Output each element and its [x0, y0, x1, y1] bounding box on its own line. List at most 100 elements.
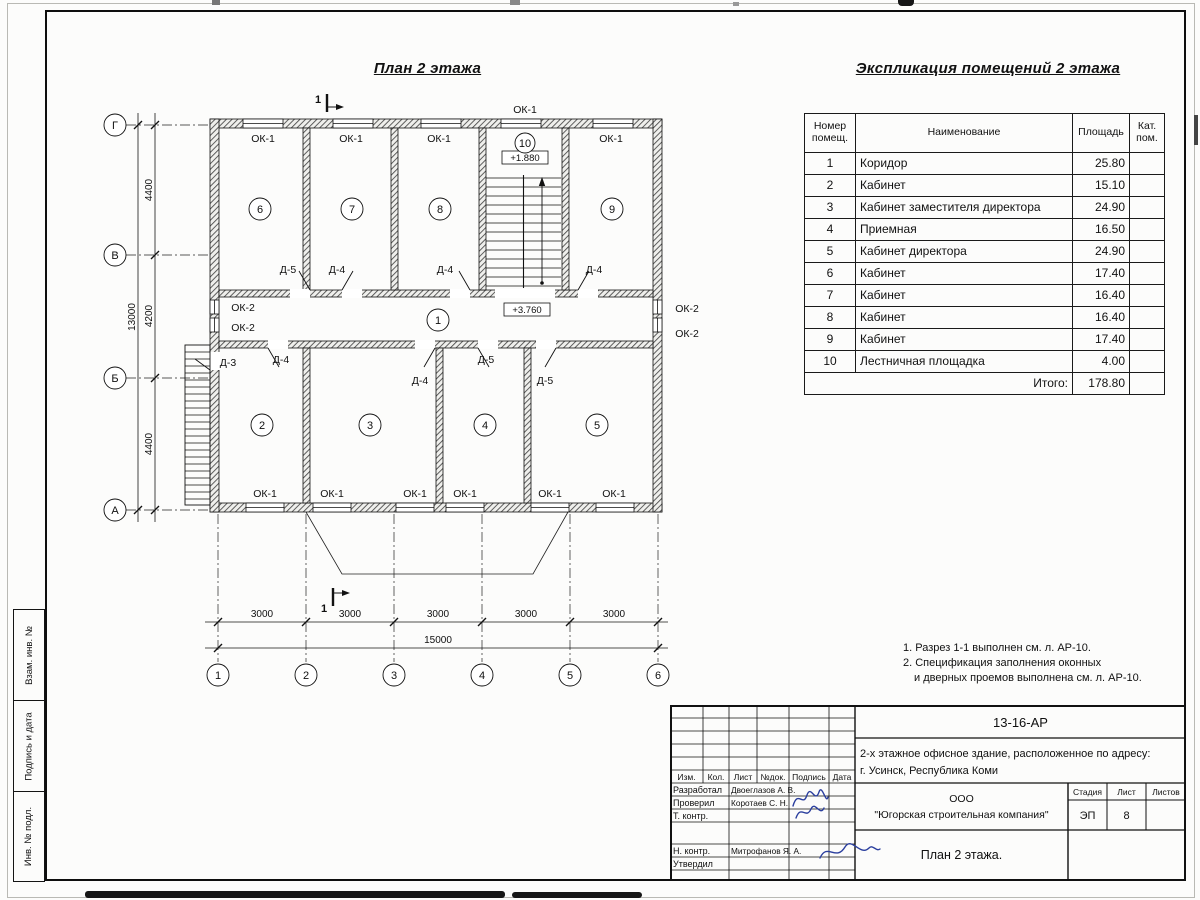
section-mark-label: 1 [321, 603, 327, 615]
signature-squiggle [819, 843, 881, 859]
opening-tags: ОК-1 ОК-1 ОК-1 ОК-1 ОК-1 ОК-1 ОК-1 ОК-1 … [220, 104, 699, 500]
dim-h: 3000 [603, 609, 626, 620]
axis-col-label: 2 [303, 670, 309, 682]
axis-lines [126, 124, 659, 662]
tb-stage-value: ЭП [1080, 810, 1096, 822]
tb-company-line1: ООО [949, 793, 974, 805]
tb-col-list: Лист [734, 772, 753, 782]
side-stamp-vzam: Взам. инв. № [13, 609, 45, 702]
door-tag: Д-5 [280, 264, 297, 276]
cell-name: Приемная [855, 218, 1073, 241]
cell-area: 24.90 [1072, 240, 1130, 263]
table-header-row: Номер помещ. Наименование Площадь Кат. п… [804, 113, 1165, 153]
axis-row-label: А [111, 505, 119, 517]
room-number: 7 [349, 204, 355, 216]
handwritten-signatures [792, 789, 881, 859]
tb-project-line1: 2-х этажное офисное здание, расположенно… [860, 748, 1150, 760]
tb-role-tcontrol: Т. контр. [673, 811, 708, 821]
notes: 1. Разрез 1-1 выполнен см. л. АР-10. 2. … [903, 641, 1193, 686]
tb-role-developed: Разработал [673, 785, 722, 795]
cell-cat [1129, 152, 1165, 175]
cell-area: 4.00 [1072, 350, 1130, 373]
cell-cat [1129, 218, 1165, 241]
exterior-stair [184, 344, 211, 506]
schedule-title: Экспликация помещений 2 этажа [855, 60, 1121, 77]
side-stamp-inv-label: Инв. № подл. [23, 806, 35, 867]
cell-num: 6 [804, 262, 856, 285]
cell-cat [1129, 306, 1165, 329]
total-label: Итого: [804, 372, 1073, 395]
tb-sheet-label: Лист [1117, 787, 1136, 797]
dimension-lines [137, 113, 668, 649]
room-number: 9 [609, 204, 615, 216]
door-openings [209, 289, 598, 370]
dimension-ticks [133, 120, 663, 653]
signature-squiggle [795, 805, 825, 819]
cell-num: 8 [804, 306, 856, 329]
col-header-num: Номер помещ. [804, 113, 856, 153]
window-tag: ОК-1 [538, 488, 562, 500]
scan-artifact [510, 0, 520, 5]
elevation-stair: +1.880 [510, 153, 539, 164]
signature-squiggle [792, 789, 829, 807]
cell-cat [1129, 240, 1165, 263]
tb-sheets-label: Листов [1152, 787, 1180, 797]
cell-area: 17.40 [1072, 262, 1130, 285]
side-stamp-podpis-label: Подпись и дата [23, 712, 35, 781]
col-header-name: Наименование [855, 113, 1073, 153]
plan-title: План 2 этажа [373, 60, 482, 77]
cell-cat [1129, 328, 1165, 351]
tb-col-izm: Изм. [677, 772, 695, 782]
col-header-area: Площадь [1072, 113, 1130, 153]
table-total-row: Итого: 178.80 [804, 372, 1165, 395]
window-tag: ОК-2 [231, 322, 255, 334]
room-number: 8 [437, 204, 443, 216]
cell-cat [1129, 350, 1165, 373]
axis-row-label: Б [111, 373, 118, 385]
room-numbers: 1 2 3 4 5 6 7 8 9 10 [257, 138, 615, 432]
scan-artifact [1194, 115, 1198, 145]
note-line: 1. Разрез 1-1 выполнен см. л. АР-10. [903, 642, 1091, 654]
cell-num: 7 [804, 284, 856, 307]
window-tag: ОК-2 [675, 303, 699, 315]
door-tag: Д-5 [537, 375, 554, 387]
axis-labels: Г В Б А 1 2 3 4 5 6 [111, 120, 661, 682]
cell-area: 16.40 [1072, 284, 1130, 307]
tb-sheet-title: План 2 этажа. [921, 848, 1002, 862]
tb-role-approved: Утвердил [673, 859, 713, 869]
room-number: 3 [367, 420, 373, 432]
axis-circles [103, 113, 670, 687]
tb-col-doc: №док. [761, 772, 786, 782]
door-tag: Д-4 [412, 375, 429, 387]
dim-v: 4400 [144, 432, 155, 455]
elevation-marks: +1.880 +3.760 [501, 150, 551, 317]
window-tag: ОК-2 [675, 328, 699, 340]
cell-name: Кабинет заместителя директора [855, 196, 1073, 219]
tb-col-data: Дата [833, 772, 852, 782]
side-stamp-inv: Инв. № подл. [13, 791, 45, 882]
porch-outline [305, 511, 569, 575]
scan-artifact [85, 891, 505, 898]
axis-col-label: 6 [655, 670, 661, 682]
cell-cat [1129, 196, 1165, 219]
window-tag: ОК-2 [231, 302, 255, 314]
door-tag: Д-5 [478, 354, 495, 366]
room-number: 5 [594, 420, 600, 432]
dim-h: 3000 [251, 609, 274, 620]
cell-name: Кабинет [855, 306, 1073, 329]
cell-name: Лестничная площадка [855, 350, 1073, 373]
cell-num: 4 [804, 218, 856, 241]
door-tag: Д-4 [273, 354, 290, 366]
cell-name: Кабинет [855, 174, 1073, 197]
dimension-texts: 4400 4200 4400 13000 3000 3000 3000 3000… [127, 178, 626, 646]
cell-area: 24.90 [1072, 196, 1130, 219]
axis-col-label: 4 [479, 670, 485, 682]
tb-role-checked: Проверил [673, 798, 714, 808]
tb-sheet-value: 8 [1123, 810, 1129, 822]
scan-artifact [898, 0, 914, 6]
tb-stage-label: Стадия [1073, 787, 1102, 797]
window-tag: ОК-1 [403, 488, 427, 500]
cell-area: 16.50 [1072, 218, 1130, 241]
